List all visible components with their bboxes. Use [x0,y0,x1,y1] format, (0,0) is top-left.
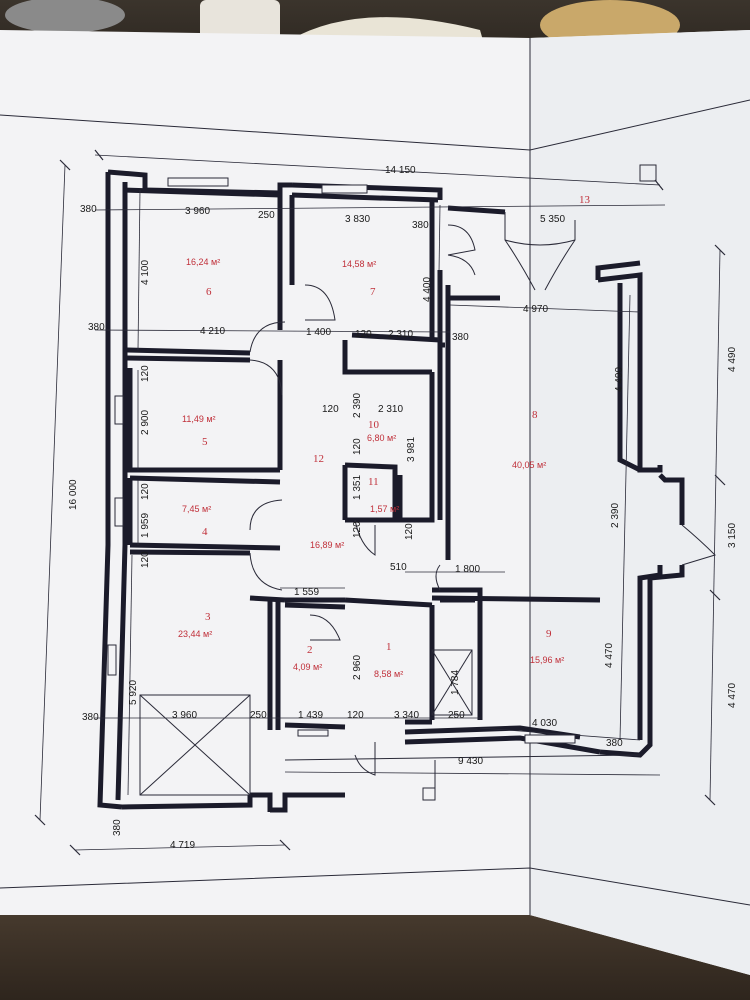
dim-120-f: 120 [140,551,151,568]
dim-9430: 9 430 [458,756,483,767]
dim-250-c: 250 [448,710,465,721]
dim-250-b: 250 [250,710,267,721]
room-1-number: 1 [386,641,392,653]
dim-5350: 5 350 [540,214,565,225]
sheet-border-top [0,99,750,151]
dim-1400: 1 400 [306,327,331,338]
dim-2390: 2 390 [352,393,363,418]
dim-4719: 4 719 [170,840,195,851]
dim-120-e: 120 [140,483,151,500]
dim-2960: 2 960 [352,655,363,680]
room-10-number: 10 [368,419,380,431]
inner-walls [124,195,601,730]
room-1-area: 8,58 м² [374,669,403,679]
room-3-area: 23,44 м² [178,629,212,639]
dimension-labels: 14 150 380 3 960 250 3 830 380 5 350 380… [68,165,738,851]
room-12-number: 12 [313,453,324,465]
dim-total-width: 14 150 [385,165,416,176]
dim-380-d: 380 [452,332,469,343]
dim-510: 510 [390,562,407,573]
dim-380-a: 380 [80,204,97,215]
dim-right-lower: 4 470 [727,683,738,708]
room-4-number: 4 [202,526,208,538]
room-11-area: 1,57 м² [370,504,399,514]
dim-250-a: 250 [258,210,275,221]
room-3-number: 3 [205,611,211,623]
dim-4210: 4 210 [200,326,225,337]
dim-3981: 3 981 [406,437,417,462]
dim-380-b: 380 [412,220,429,231]
dim-120-d: 120 [140,365,151,382]
dim-1784: 1 784 [450,670,461,695]
dim-right-upper: 4 490 [727,347,738,372]
dim-380-c: 380 [88,322,105,333]
room-7-number: 7 [370,286,376,298]
dim-3340: 3 340 [394,710,419,721]
dim-1800: 1 800 [455,564,480,575]
room-5-area: 11,49 м² [182,414,216,424]
dim-120-b: 120 [322,404,339,415]
dim-380-f: 380 [606,738,623,749]
windows [107,177,576,744]
room-labels: 16,24 м² 6 14,58 м² 7 11,49 м² 5 10 6,80… [178,194,591,679]
dim-2310-a: 2 310 [388,329,413,340]
dimension-lines [34,149,726,856]
room-2-area: 4,09 м² [293,662,322,672]
dim-1959: 1 959 [140,513,151,538]
dim-2900: 2 900 [140,410,151,435]
room-8-area: 40,05 м² [512,460,546,470]
dim-right-mid: 3 150 [727,523,738,548]
dim-120-a: 120 [355,329,372,340]
dim-3960-bottom: 3 960 [172,710,197,721]
dim-1439: 1 439 [298,710,323,721]
room-10-area: 6,80 м² [367,433,396,443]
dim-4970: 4 970 [523,304,548,315]
room-11-number: 11 [368,476,379,488]
room-6-area: 16,24 м² [186,257,220,267]
dim-4030: 4 030 [532,718,557,729]
dim-4400: 4 400 [422,277,433,302]
dim-room8-mid: 2 390 [610,503,621,528]
sheet-border-bottom [0,867,750,906]
dim-1559: 1 559 [294,587,319,598]
dim-room9-height: 4 470 [604,643,615,668]
dim-120-extra: 120 [404,523,415,540]
dim-room8-height: 4 490 [614,367,625,392]
room-12-area: 16,89 м² [310,540,344,550]
dim-3830: 3 830 [345,214,370,225]
dim-1351: 1 351 [352,475,363,500]
room-5-number: 5 [202,436,208,448]
dim-2310-b: 2 310 [378,404,403,415]
dim-380-e: 380 [82,712,99,723]
dim-total-height: 16 000 [68,479,79,510]
room-9-area: 15,96 м² [530,655,564,665]
dim-4100: 4 100 [140,260,151,285]
dim-5920: 5 920 [128,680,139,705]
dim-3960-top: 3 960 [185,206,210,217]
room-13-number: 13 [579,194,591,206]
room-2-number: 2 [307,644,313,656]
dim-120-h: 120 [352,521,363,538]
dim-380-g: 380 [112,819,123,836]
room-7-area: 14,58 м² [342,259,376,269]
outer-walls [97,169,685,813]
doors [249,212,716,776]
room-9-number: 9 [546,628,552,640]
room-4-area: 7,45 м² [182,504,211,514]
dim-120-c: 120 [347,710,364,721]
dim-120-g: 120 [352,438,363,455]
paper-right-panel [530,30,750,975]
room-6-number: 6 [206,286,212,298]
fixtures [139,164,657,801]
room-8-number: 8 [532,409,538,421]
